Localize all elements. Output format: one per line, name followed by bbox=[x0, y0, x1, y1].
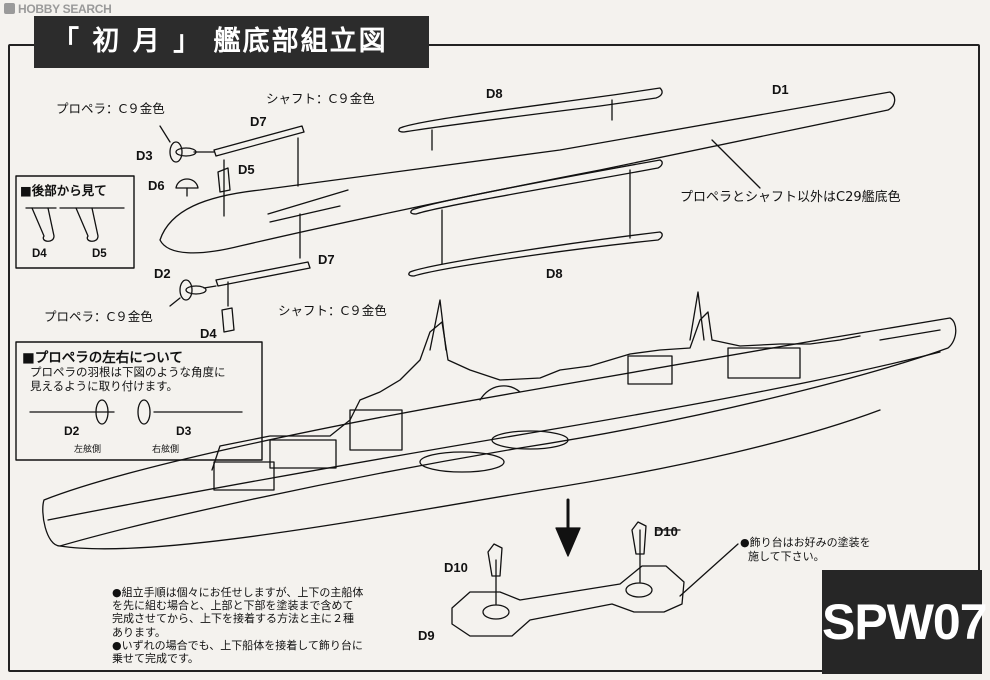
keel-part-d8-top bbox=[398, 87, 663, 133]
label-hull-color-note: プロペラとシャフト以外はC29艦底色 bbox=[680, 190, 901, 205]
label-d4: D4 bbox=[200, 326, 217, 341]
label-d8-bottom: D8 bbox=[546, 266, 563, 281]
label-d10-left: D10 bbox=[444, 560, 468, 575]
stand-paint-note: ●飾り台はお好みの塗装を 施して下さい。 bbox=[740, 536, 871, 564]
rear-view-label-d5: D5 bbox=[92, 248, 107, 260]
label-d5: D5 bbox=[238, 162, 255, 177]
stand-note-line-2: 施して下さい。 bbox=[748, 550, 825, 563]
hobbysearch-logo-icon bbox=[4, 3, 15, 14]
label-d3: D3 bbox=[136, 148, 153, 163]
note-line: ●いずれの場合でも、上下船体を接着して飾り台に bbox=[112, 638, 363, 652]
prop-box-line-1: プロペラの羽根は下図のような角度に bbox=[30, 365, 226, 379]
prop-box-line-2: 見えるように取り付けます。 bbox=[30, 379, 179, 393]
keel-part-d8-bottom bbox=[410, 159, 663, 215]
display-stand-d9 bbox=[451, 565, 685, 637]
propeller-d2-drawing bbox=[169, 279, 217, 307]
assembly-notes: ●組立手順は個々にお任せしますが、上下の主船体 を先に組む場合と、上部と下部を塗… bbox=[112, 586, 452, 665]
prop-box-label-d3: D3 bbox=[176, 424, 192, 438]
instruction-frame bbox=[8, 44, 980, 672]
label-d9: D9 bbox=[418, 628, 435, 643]
label-shaft-top: シャフト：C９金色 bbox=[266, 91, 375, 106]
shaft-d7-bottom bbox=[215, 261, 311, 287]
stand-post-d10-left bbox=[487, 543, 503, 577]
label-d10-right: D10 bbox=[654, 524, 678, 539]
propeller-direction-box bbox=[15, 341, 263, 461]
page-title: 「 初 月 」 艦底部組立図 bbox=[34, 16, 429, 68]
label-shaft-bottom: シャフト：C９金色 bbox=[278, 303, 387, 318]
label-propeller-bottom: プロペラ：C９金色 bbox=[44, 309, 153, 324]
note-line: 完成させてから、上下を接着する方法と主に２種 bbox=[112, 612, 354, 626]
rear-view-label-d4: D4 bbox=[32, 248, 47, 260]
note-line: 乗せて完成です。 bbox=[112, 652, 199, 666]
note-line: を先に組む場合と、上部と下部を塗装まで含めて bbox=[112, 599, 354, 613]
bracket-d4-drawing bbox=[221, 307, 235, 333]
bracket-d5-drawing bbox=[217, 167, 231, 193]
assembled-ship-hull bbox=[42, 317, 957, 547]
prop-box-starboard-side: 右舷側 bbox=[152, 445, 180, 455]
watermark-text: HOBBY SEARCH bbox=[18, 2, 112, 16]
part-d6-drawing bbox=[175, 178, 199, 189]
propeller-d3-drawing bbox=[159, 125, 215, 163]
lower-hull-d1 bbox=[159, 91, 896, 254]
rear-view-title: ■後部から見て bbox=[20, 183, 107, 198]
note-line: あります。 bbox=[112, 625, 166, 639]
product-code-badge: SPW07 bbox=[822, 570, 988, 674]
rear-view-box bbox=[15, 175, 135, 269]
label-d2: D2 bbox=[154, 266, 171, 281]
label-d8-top: D8 bbox=[486, 86, 503, 101]
keel-part-d8-lower bbox=[408, 231, 663, 277]
label-d6: D6 bbox=[148, 178, 165, 193]
label-d1: D1 bbox=[772, 82, 789, 97]
label-d7-top: D7 bbox=[250, 114, 267, 129]
prop-box-label-d2: D2 bbox=[64, 424, 80, 438]
label-d7-bottom: D7 bbox=[318, 252, 335, 267]
prop-box-title: ■プロペラの左右について bbox=[22, 350, 183, 366]
note-line: ●組立手順は個々にお任せしますが、上下の主船体 bbox=[112, 586, 364, 599]
shaft-d7-top bbox=[213, 125, 305, 157]
stand-post-d10-right bbox=[631, 521, 647, 555]
label-propeller-top: プロペラ：C９金色 bbox=[56, 101, 165, 116]
prop-box-port-side: 左舷側 bbox=[74, 445, 102, 455]
watermark: HOBBY SEARCH bbox=[4, 2, 112, 16]
stand-note-line-1: ●飾り台はお好みの塗装を bbox=[740, 536, 871, 549]
